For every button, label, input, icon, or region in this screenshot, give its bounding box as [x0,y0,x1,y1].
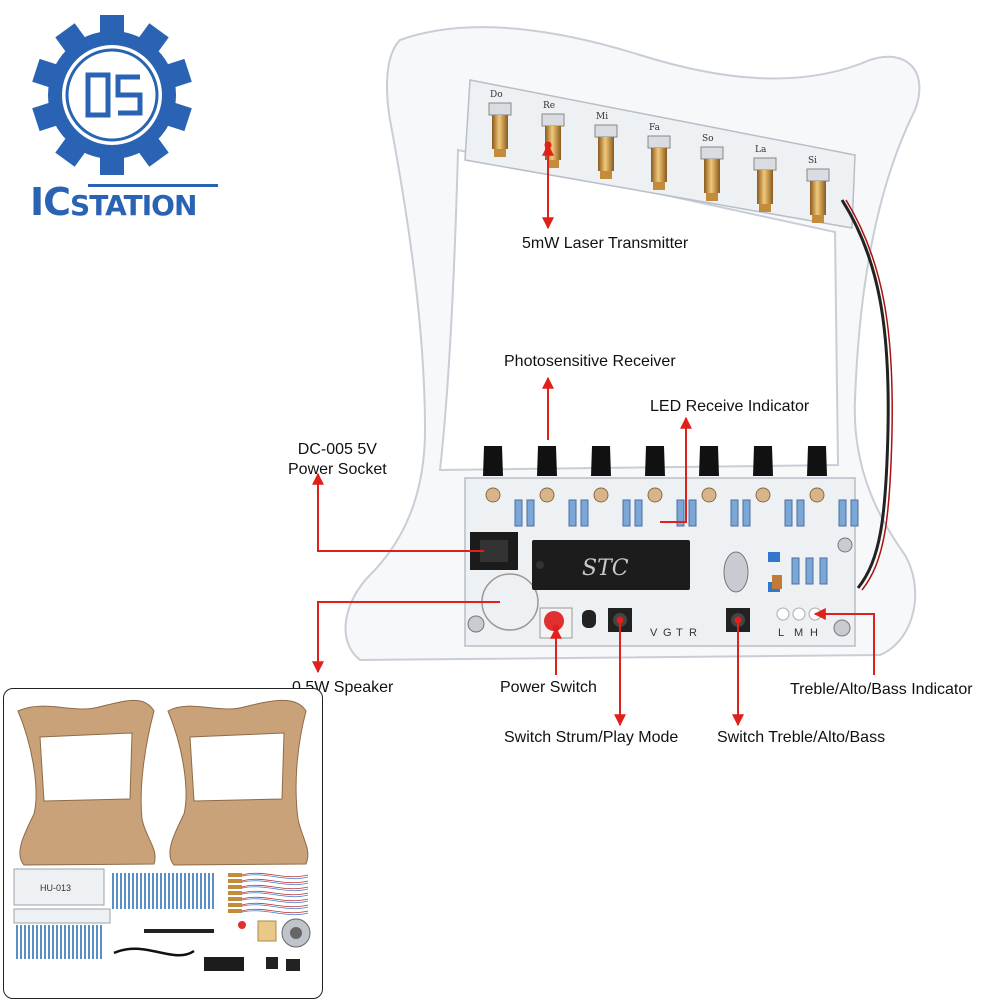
label-photosensitive-receiver: Photosensitive Receiver [504,353,676,370]
laser-note-label: Re [543,101,555,111]
laser-cable [840,199,890,589]
laser-note-label: La [755,145,767,155]
photo-receiver-mi [591,446,611,503]
resistor-group [514,499,859,585]
chip-label: STC [582,556,629,581]
arrow-power-socket [312,472,484,552]
laser-note-label: So [702,134,714,144]
gear-logo-icon [32,15,192,175]
photo-receiver-so [699,446,719,503]
brand-rest: STATION [70,189,197,222]
photo-receiver-re [537,446,557,503]
laser-note-label: Si [808,156,817,166]
photo-receiver-la [753,446,773,503]
header-letter-t: T [676,627,683,639]
brand-wordmark: ICSTATION [30,180,197,224]
brand-first: IC [30,180,71,224]
laser-note-label: Fa [649,123,661,133]
mcu-chip [532,540,690,590]
laser-note-label: Do [490,90,503,100]
photo-receiver-do [483,446,503,503]
label-power-socket-line1: DC-005 5V [297,441,377,458]
label-power-switch: Power Switch [500,679,597,696]
led-l [776,607,790,621]
header-letter-v: V [650,627,658,639]
crystal [723,551,749,593]
frame-window [438,148,840,472]
brand-underline [88,184,218,187]
laser-module-mi: Mi [594,112,618,179]
arrow-speaker [312,601,500,674]
arrow-indicator [813,608,875,675]
laser-module-si: Si [806,156,830,223]
photo-receiver-fa [645,446,665,503]
led-m [792,607,806,621]
label-treble-alto-bass: Switch Treble/Alto/Bass [717,729,886,746]
switch-letter-l: L [778,627,784,639]
label-power-socket: DC-005 5V Power Socket [288,440,387,480]
inset-board-label: HU-013 [40,883,71,893]
laser-module-so: So [700,134,724,201]
label-power-socket-line2: Power Socket [288,461,387,478]
laser-module-la: La [753,145,777,212]
label-treble-indicator: Treble/Alto/Bass Indicator [790,681,973,698]
laser-note-label: Mi [596,112,608,122]
kit-contents-illustration: HU-013 [13,699,311,971]
switch-letter-m: M [794,627,803,639]
label-led-receive-indicator: LED Receive Indicator [650,398,810,415]
photo-receiver-si [807,446,827,503]
receiver-group [483,446,827,503]
label-strum-play-mode: Switch Strum/Play Mode [504,729,679,746]
label-laser-transmitter: 5mW Laser Transmitter [522,235,689,252]
header-letter-g: G [663,627,672,639]
laser-module-do: Do [488,90,512,157]
laser-module-fa: Fa [647,123,671,190]
arrow-led-receive [660,416,692,523]
header-letter-r: R [689,627,697,639]
kit-contents-inset: HU-013 [3,688,323,999]
switch-letter-h: H [810,627,818,639]
